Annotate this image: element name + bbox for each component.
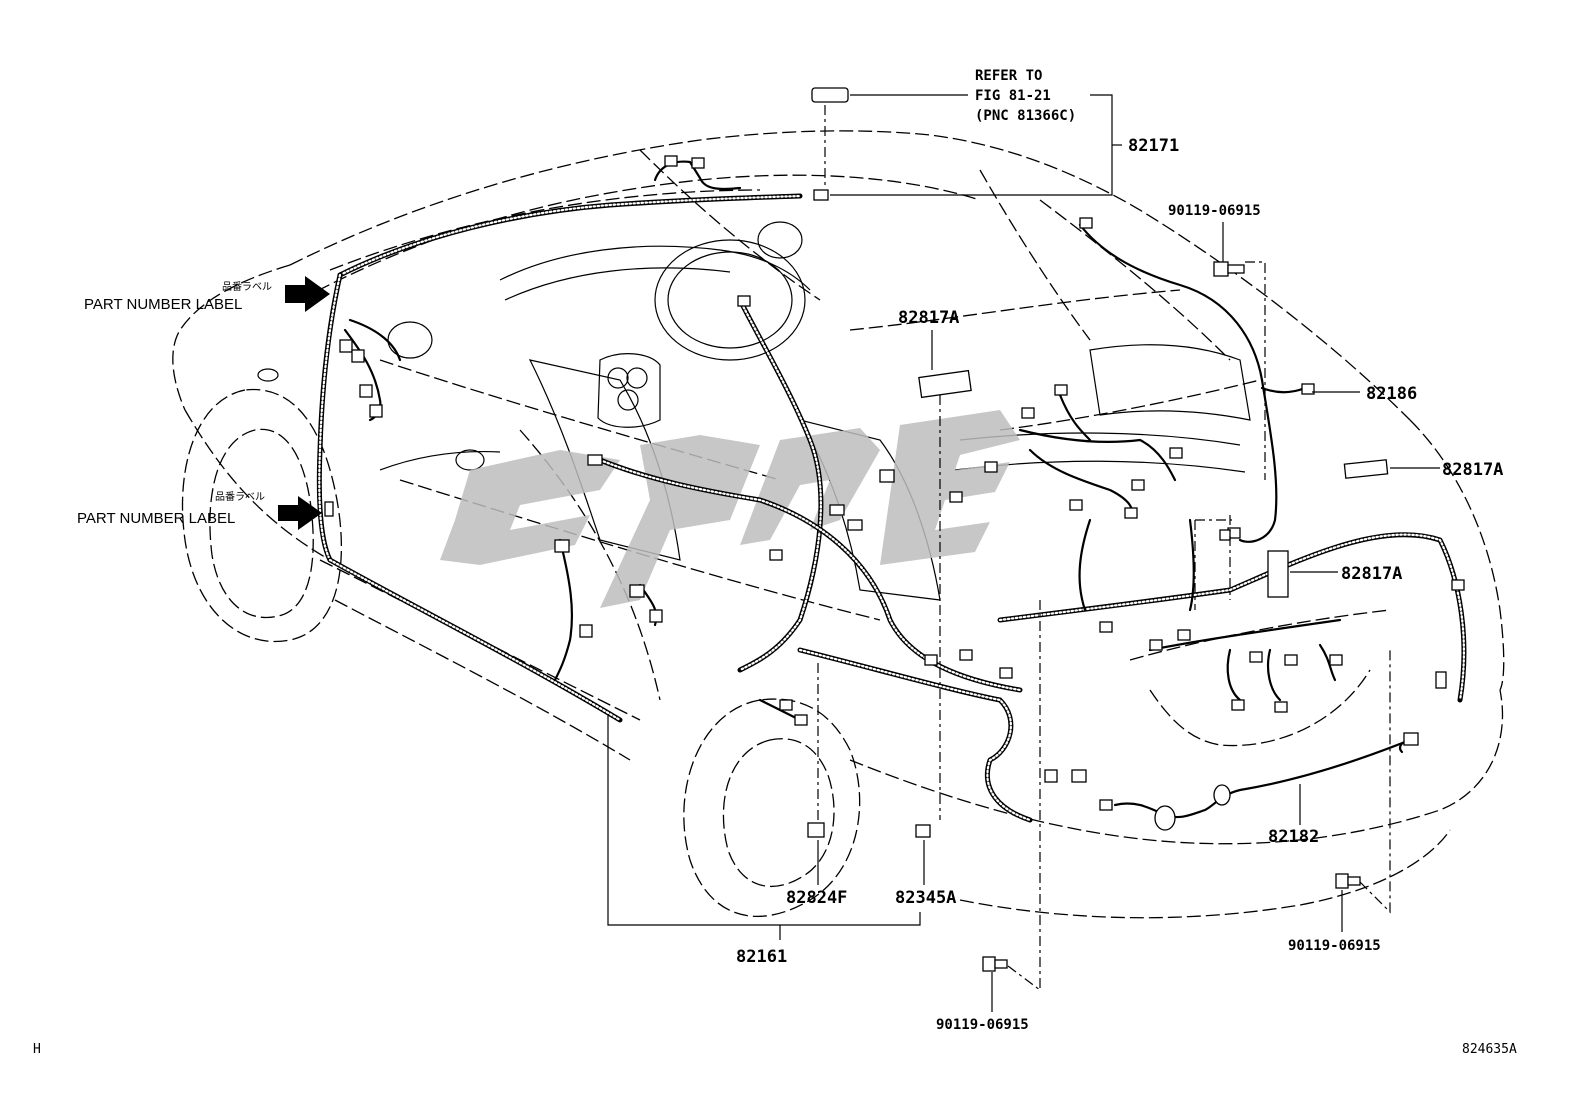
part-number-label-en-lower: PART NUMBER LABEL [77, 510, 235, 527]
reference-note-line1: REFER TO [975, 68, 1042, 84]
bolt-top-right-icon [1213, 261, 1245, 277]
label-82817A-right [1343, 459, 1389, 479]
bolt-number-bottom-right: 90119-06915 [1288, 938, 1381, 954]
part-number-82817A-top: 82817A [898, 308, 959, 328]
interior-details [257, 221, 1251, 601]
connector-rear-camera [1403, 732, 1419, 746]
bolt-bottom-right-icon [1335, 873, 1361, 889]
part-number-82824F: 82824F [786, 888, 847, 908]
grommet-82182 [1154, 805, 1176, 831]
reference-note-line3: (PNC 81366C) [975, 108, 1076, 124]
arrow-right-icon-lower [278, 496, 322, 530]
part-number-label-jp-lower: 品番ラベル [215, 491, 265, 503]
reference-note-line2: FIG 81-21 [975, 88, 1051, 104]
harness-connectors [324, 87, 1465, 838]
car-body-outline [172, 130, 1505, 919]
leader-lines [607, 94, 1440, 1012]
clip-82345A [915, 824, 931, 838]
text-labels: REFER TO FIG 81-21 (PNC 81366C) 82171 82… [33, 68, 1517, 1057]
bolt-number-bottom-center: 90119-06915 [936, 1017, 1029, 1033]
part-number-82161: 82161 [736, 947, 787, 967]
label-82817A-mid [1267, 550, 1289, 598]
wiring-harness [316, 160, 1467, 823]
part-number-82817A-mid: 82817A [1341, 564, 1402, 584]
part-number-82171: 82171 [1128, 136, 1179, 156]
clip-82824F [807, 822, 825, 838]
part-number-82817A-right: 82817A [1442, 460, 1503, 480]
figure-id: 824635A [1462, 1042, 1517, 1057]
bolt-number-top-right: 90119-06915 [1168, 203, 1261, 219]
connector-roof-module [811, 87, 849, 103]
label-82817A-top [918, 369, 972, 399]
part-number-82182: 82182 [1268, 827, 1319, 847]
part-number-label-en-upper: PART NUMBER LABEL [84, 296, 242, 313]
bolt-bottom-center-icon [982, 956, 1008, 972]
part-number-82186: 82186 [1366, 384, 1417, 404]
part-number-label-tag [324, 501, 334, 517]
part-number-label-jp-upper: 品番ラベル [222, 281, 272, 293]
arrow-right-icon-upper [285, 276, 330, 312]
part-number-82345A: 82345A [895, 888, 956, 908]
footer-left-mark: H [33, 1042, 41, 1057]
bolts [982, 261, 1361, 972]
part-number-label-arrows [278, 276, 330, 530]
watermark [440, 410, 1020, 608]
